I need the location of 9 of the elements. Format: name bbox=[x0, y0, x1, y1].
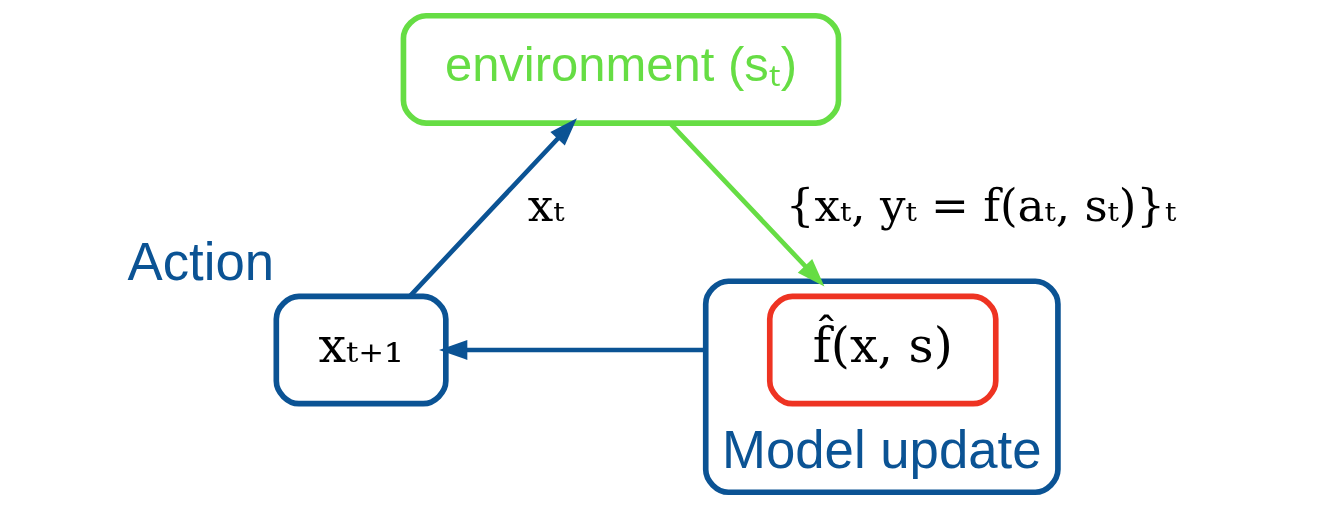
edge-label: xₜ bbox=[527, 179, 564, 233]
node-box: xₜ₊₁ bbox=[273, 293, 449, 407]
node-box: f̂(x, s) bbox=[766, 293, 999, 407]
arrow bbox=[438, 340, 706, 360]
node-label: Model update bbox=[721, 420, 1042, 480]
edge-label: {xₜ, yₜ = f(aₜ, sₜ)}ₜ bbox=[785, 179, 1176, 233]
node-box: environment (sₜ) bbox=[400, 12, 841, 126]
node-label: Action bbox=[127, 232, 274, 292]
cluster bbox=[702, 278, 1061, 496]
